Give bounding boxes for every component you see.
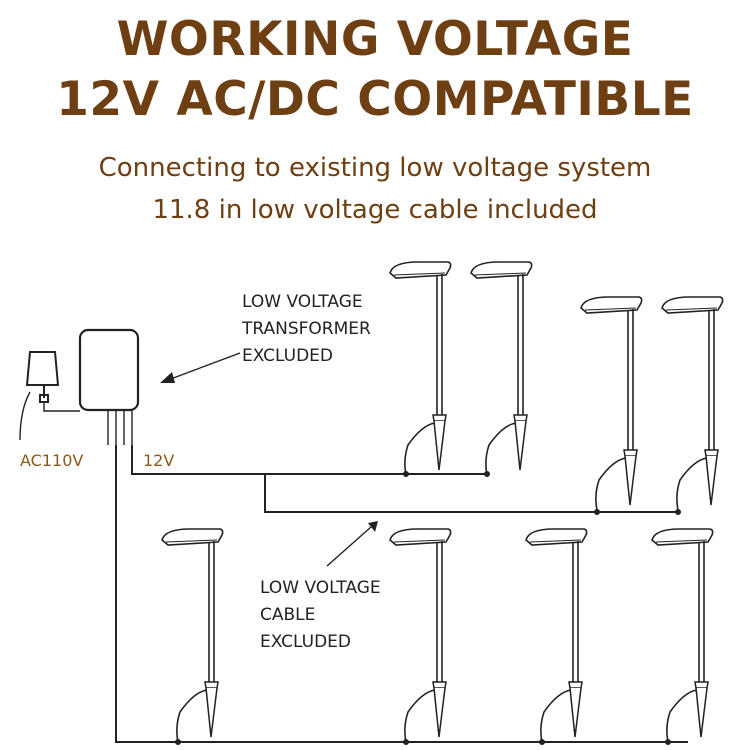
subtitle-line-1: Connecting to existing low voltage syste… [98,153,652,183]
path-light-icon [389,261,452,476]
path-light-icon [651,528,714,743]
path-light-icon [525,528,588,743]
subtitle-line-2: 11.8 in low voltage cable included [152,195,598,225]
cable-label-2: CABLE [260,605,315,625]
title-line-2: 12V AC/DC COMPATIBLE [56,72,694,127]
upper-wire [131,445,487,475]
middle-wire [264,474,678,513]
lower-wire [115,445,688,743]
transformer-label-2: TRANSFORMER [241,319,371,339]
path-light-icon [389,528,452,743]
ac-input-label: AC110V [20,451,83,470]
output-voltage-label: 12V [143,451,174,470]
path-light-icon [661,296,724,511]
path-light-icon [470,261,533,476]
transformer-label-3: EXCLUDED [242,346,333,366]
cable-label-1: LOW VOLTAGE [260,578,381,598]
transformer-arrow [160,352,241,383]
wall-plug-icon [19,351,80,441]
transformer-label-1: LOW VOLTAGE [242,292,363,312]
cable-arrow [326,521,378,567]
path-light-icon [161,528,224,743]
title-line-1: WORKING VOLTAGE [116,12,634,67]
cable-label-3: EXCLUDED [260,632,351,652]
transformer-box [78,328,140,445]
path-light-icon [580,296,643,511]
